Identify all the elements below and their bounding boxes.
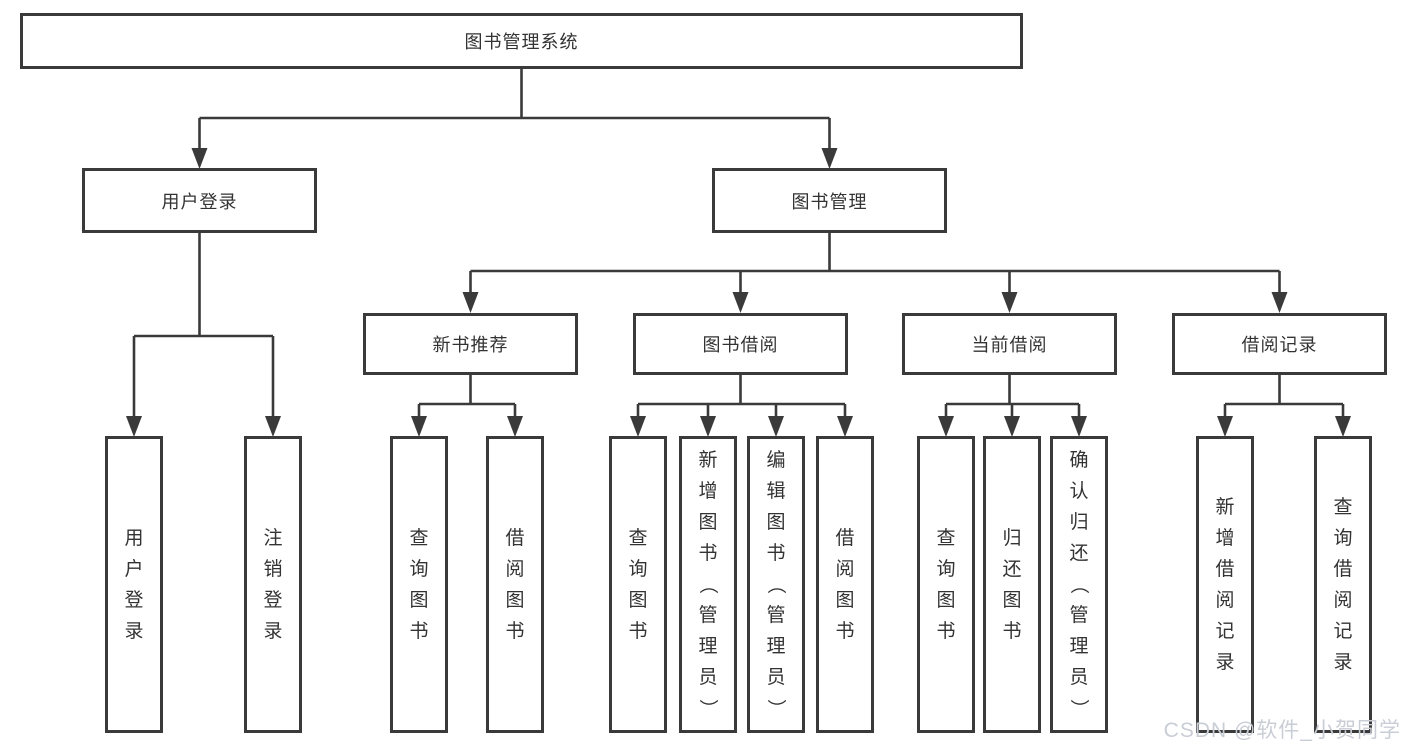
node-user-login: 用户登录	[82, 168, 317, 233]
node-leaf-return-books: 归还图书	[983, 436, 1041, 733]
node-leaf-add-book-admin: 新增图书（管理员）	[679, 436, 737, 733]
node-leaf-edit-book-admin: 编辑图书（管理员）	[747, 436, 805, 733]
node-leaf-borrow-books: 借阅图书	[816, 436, 874, 733]
node-book-management: 图书管理	[712, 168, 947, 233]
node-book-borrowing: 图书借阅	[633, 313, 848, 375]
node-leaf-query-books-recommend: 查询图书	[390, 436, 448, 733]
node-current-borrowing: 当前借阅	[902, 313, 1117, 375]
node-leaf-query-books-current: 查询图书	[917, 436, 975, 733]
node-leaf-logout: 注销登录	[244, 436, 302, 733]
node-new-book-recommendation: 新书推荐	[363, 313, 578, 375]
node-book-management-system: 图书管理系统	[20, 13, 1023, 69]
watermark: CSDN @软件_小贺同学	[1163, 719, 1401, 742]
node-leaf-borrow-books-recommend: 借阅图书	[486, 436, 544, 733]
node-leaf-add-borrow-record: 新增借阅记录	[1196, 436, 1254, 733]
node-borrowing-records: 借阅记录	[1172, 313, 1387, 375]
node-leaf-query-borrow-record: 查询借阅记录	[1314, 436, 1372, 733]
node-leaf-user-login: 用户登录	[105, 436, 163, 733]
node-leaf-confirm-return-admin: 确认归还（管理员）	[1050, 436, 1108, 733]
node-leaf-query-books-borrowing: 查询图书	[609, 436, 667, 733]
